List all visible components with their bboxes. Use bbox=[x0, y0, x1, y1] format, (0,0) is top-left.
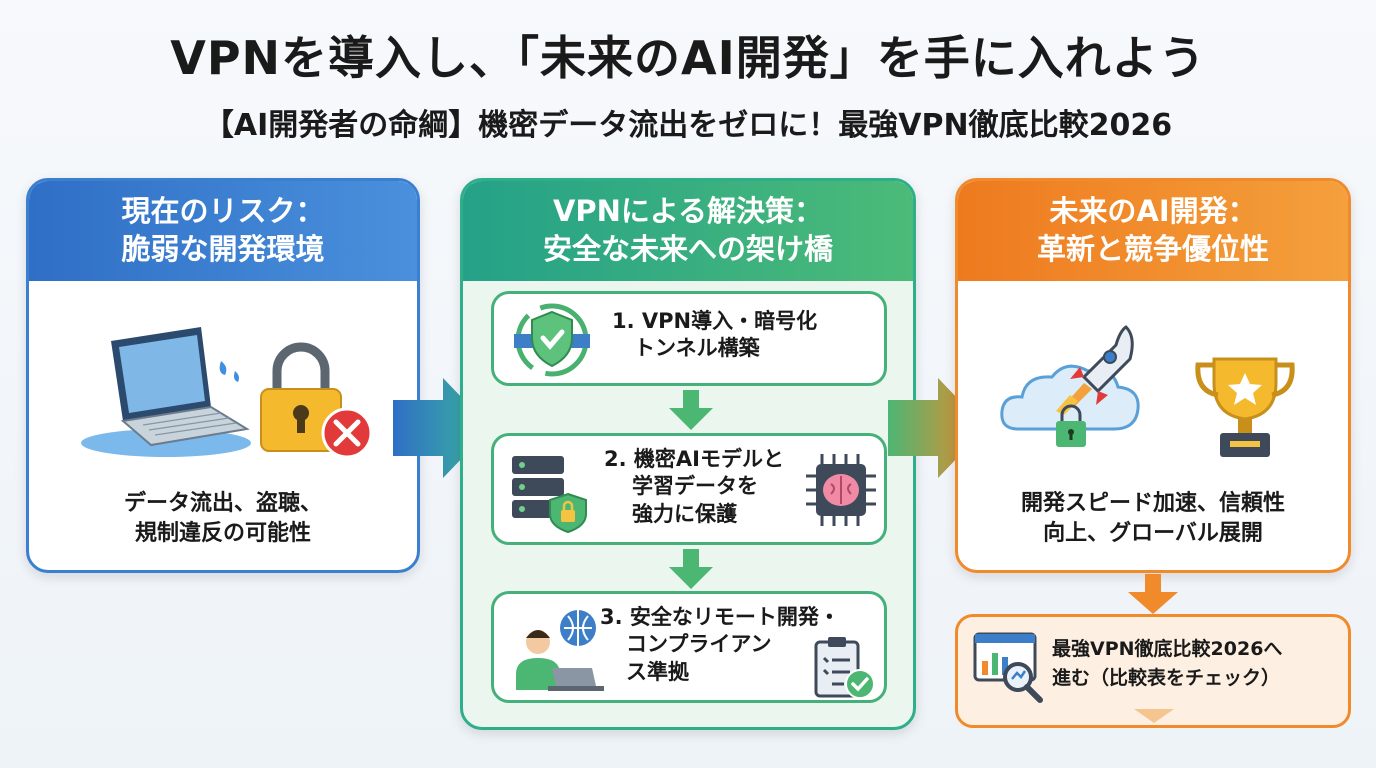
risk-heading-line1: 現在のリスク： bbox=[121, 194, 325, 229]
risk-caption: データ流出、盗聴、 規制違反の可能性 bbox=[29, 489, 417, 548]
solution-heading-line1: VPNによる解決策： bbox=[552, 194, 824, 229]
step-2-line1: 2. 機密AIモデルと bbox=[604, 447, 784, 471]
page-subtitle: 【AI開発者の命綱】機密データ流出をゼロに！最強VPN徹底比較2026 bbox=[203, 108, 1173, 143]
compliance-checklist-icon bbox=[814, 637, 875, 699]
compare-cta-line2: 進む（比較表をチェック） bbox=[1052, 666, 1281, 689]
future-caption-line2: 向上、グローバル展開 bbox=[1043, 520, 1263, 546]
risk-caption-line1: データ流出、盗聴、 bbox=[123, 491, 322, 516]
step-1-line1: 1. VPN導入・暗号化 bbox=[612, 309, 818, 333]
future-heading-line2: 革新と競争優位性 bbox=[1036, 232, 1269, 266]
risk-heading-line2: 脆弱な開発環境 bbox=[121, 232, 325, 266]
step-3-line2: コンプライアン bbox=[626, 632, 772, 657]
compare-cta-box[interactable]: 最強VPN徹底比較2026へ 進む（比較表をチェック） bbox=[955, 614, 1351, 728]
cta-chevron-down-icon bbox=[1134, 709, 1174, 723]
leaking-laptop-icon bbox=[81, 327, 251, 457]
solution-panel-heading: VPNによる解決策： 安全な未来への架け橋 bbox=[463, 181, 913, 281]
solution-step-2: 2. 機密AIモデルと 学習データを 強力に保護 bbox=[491, 433, 887, 545]
step-1-text: 1. VPN導入・暗号化 トンネル構築 bbox=[612, 308, 817, 363]
solution-panel: VPNによる解決策： 安全な未来への架け橋 1. VPN導入・暗号化 トンネル構… bbox=[460, 178, 916, 730]
step-1-line2: トンネル構築 bbox=[634, 336, 760, 361]
ai-chip-brain-icon bbox=[806, 454, 876, 526]
remote-developer-icon bbox=[516, 610, 604, 691]
step-2-line3: 強力に保護 bbox=[632, 501, 737, 526]
step-2-line2: 学習データを bbox=[632, 474, 758, 499]
step-3-text: 3. 安全なリモート開発・ コンプライアン ス準拠 bbox=[600, 604, 840, 686]
broken-lock-icon bbox=[260, 342, 373, 459]
flow-arrow-future-to-compare bbox=[1128, 574, 1178, 614]
risk-panel: 現在のリスク： 脆弱な開発環境 データ流出、盗聴、 規制違反の可能性 bbox=[26, 178, 420, 573]
compare-cta-text: 最強VPN徹底比較2026へ 進む（比較表をチェック） bbox=[1052, 635, 1282, 692]
future-panel: 未来のAI開発： 革新と競争優位性 開発スピード加速、信頼性 向上、グローバル展… bbox=[955, 178, 1351, 573]
step-arrow-1 bbox=[669, 390, 713, 430]
solution-heading-line2: 安全な未来への架け橋 bbox=[542, 232, 833, 266]
page-title: VPNを導入し、「未来のAI開発」を手に入れよう bbox=[170, 31, 1206, 85]
compare-cta-line1: 最強VPN徹底比較2026へ bbox=[1052, 638, 1283, 660]
solution-step-1: 1. VPN導入・暗号化 トンネル構築 bbox=[491, 291, 887, 386]
risk-caption-line2: 規制違反の可能性 bbox=[134, 520, 311, 546]
trophy-icon bbox=[1195, 357, 1295, 457]
future-heading-line1: 未来のAI開発： bbox=[1049, 194, 1257, 229]
future-caption: 開発スピード加速、信頼性 向上、グローバル展開 bbox=[958, 489, 1348, 548]
step-3-line3: ス準拠 bbox=[626, 659, 689, 684]
step-3-line1: 3. 安全なリモート開発・ bbox=[600, 605, 840, 629]
future-panel-heading: 未来のAI開発： 革新と競争優位性 bbox=[958, 181, 1348, 281]
rocket-cloud-lock-icon bbox=[1000, 325, 1140, 447]
risk-panel-heading: 現在のリスク： 脆弱な開発環境 bbox=[29, 181, 417, 281]
solution-step-3: 3. 安全なリモート開発・ コンプライアン ス準拠 bbox=[491, 591, 887, 703]
analytics-magnifier-icon bbox=[973, 632, 1043, 703]
future-caption-line1: 開発スピード加速、信頼性 bbox=[1020, 491, 1285, 516]
step-2-text: 2. 機密AIモデルと 学習データを 強力に保護 bbox=[604, 446, 784, 528]
secure-server-icon bbox=[512, 456, 587, 534]
step-arrow-2 bbox=[669, 549, 713, 589]
shield-tunnel-icon bbox=[514, 303, 590, 377]
